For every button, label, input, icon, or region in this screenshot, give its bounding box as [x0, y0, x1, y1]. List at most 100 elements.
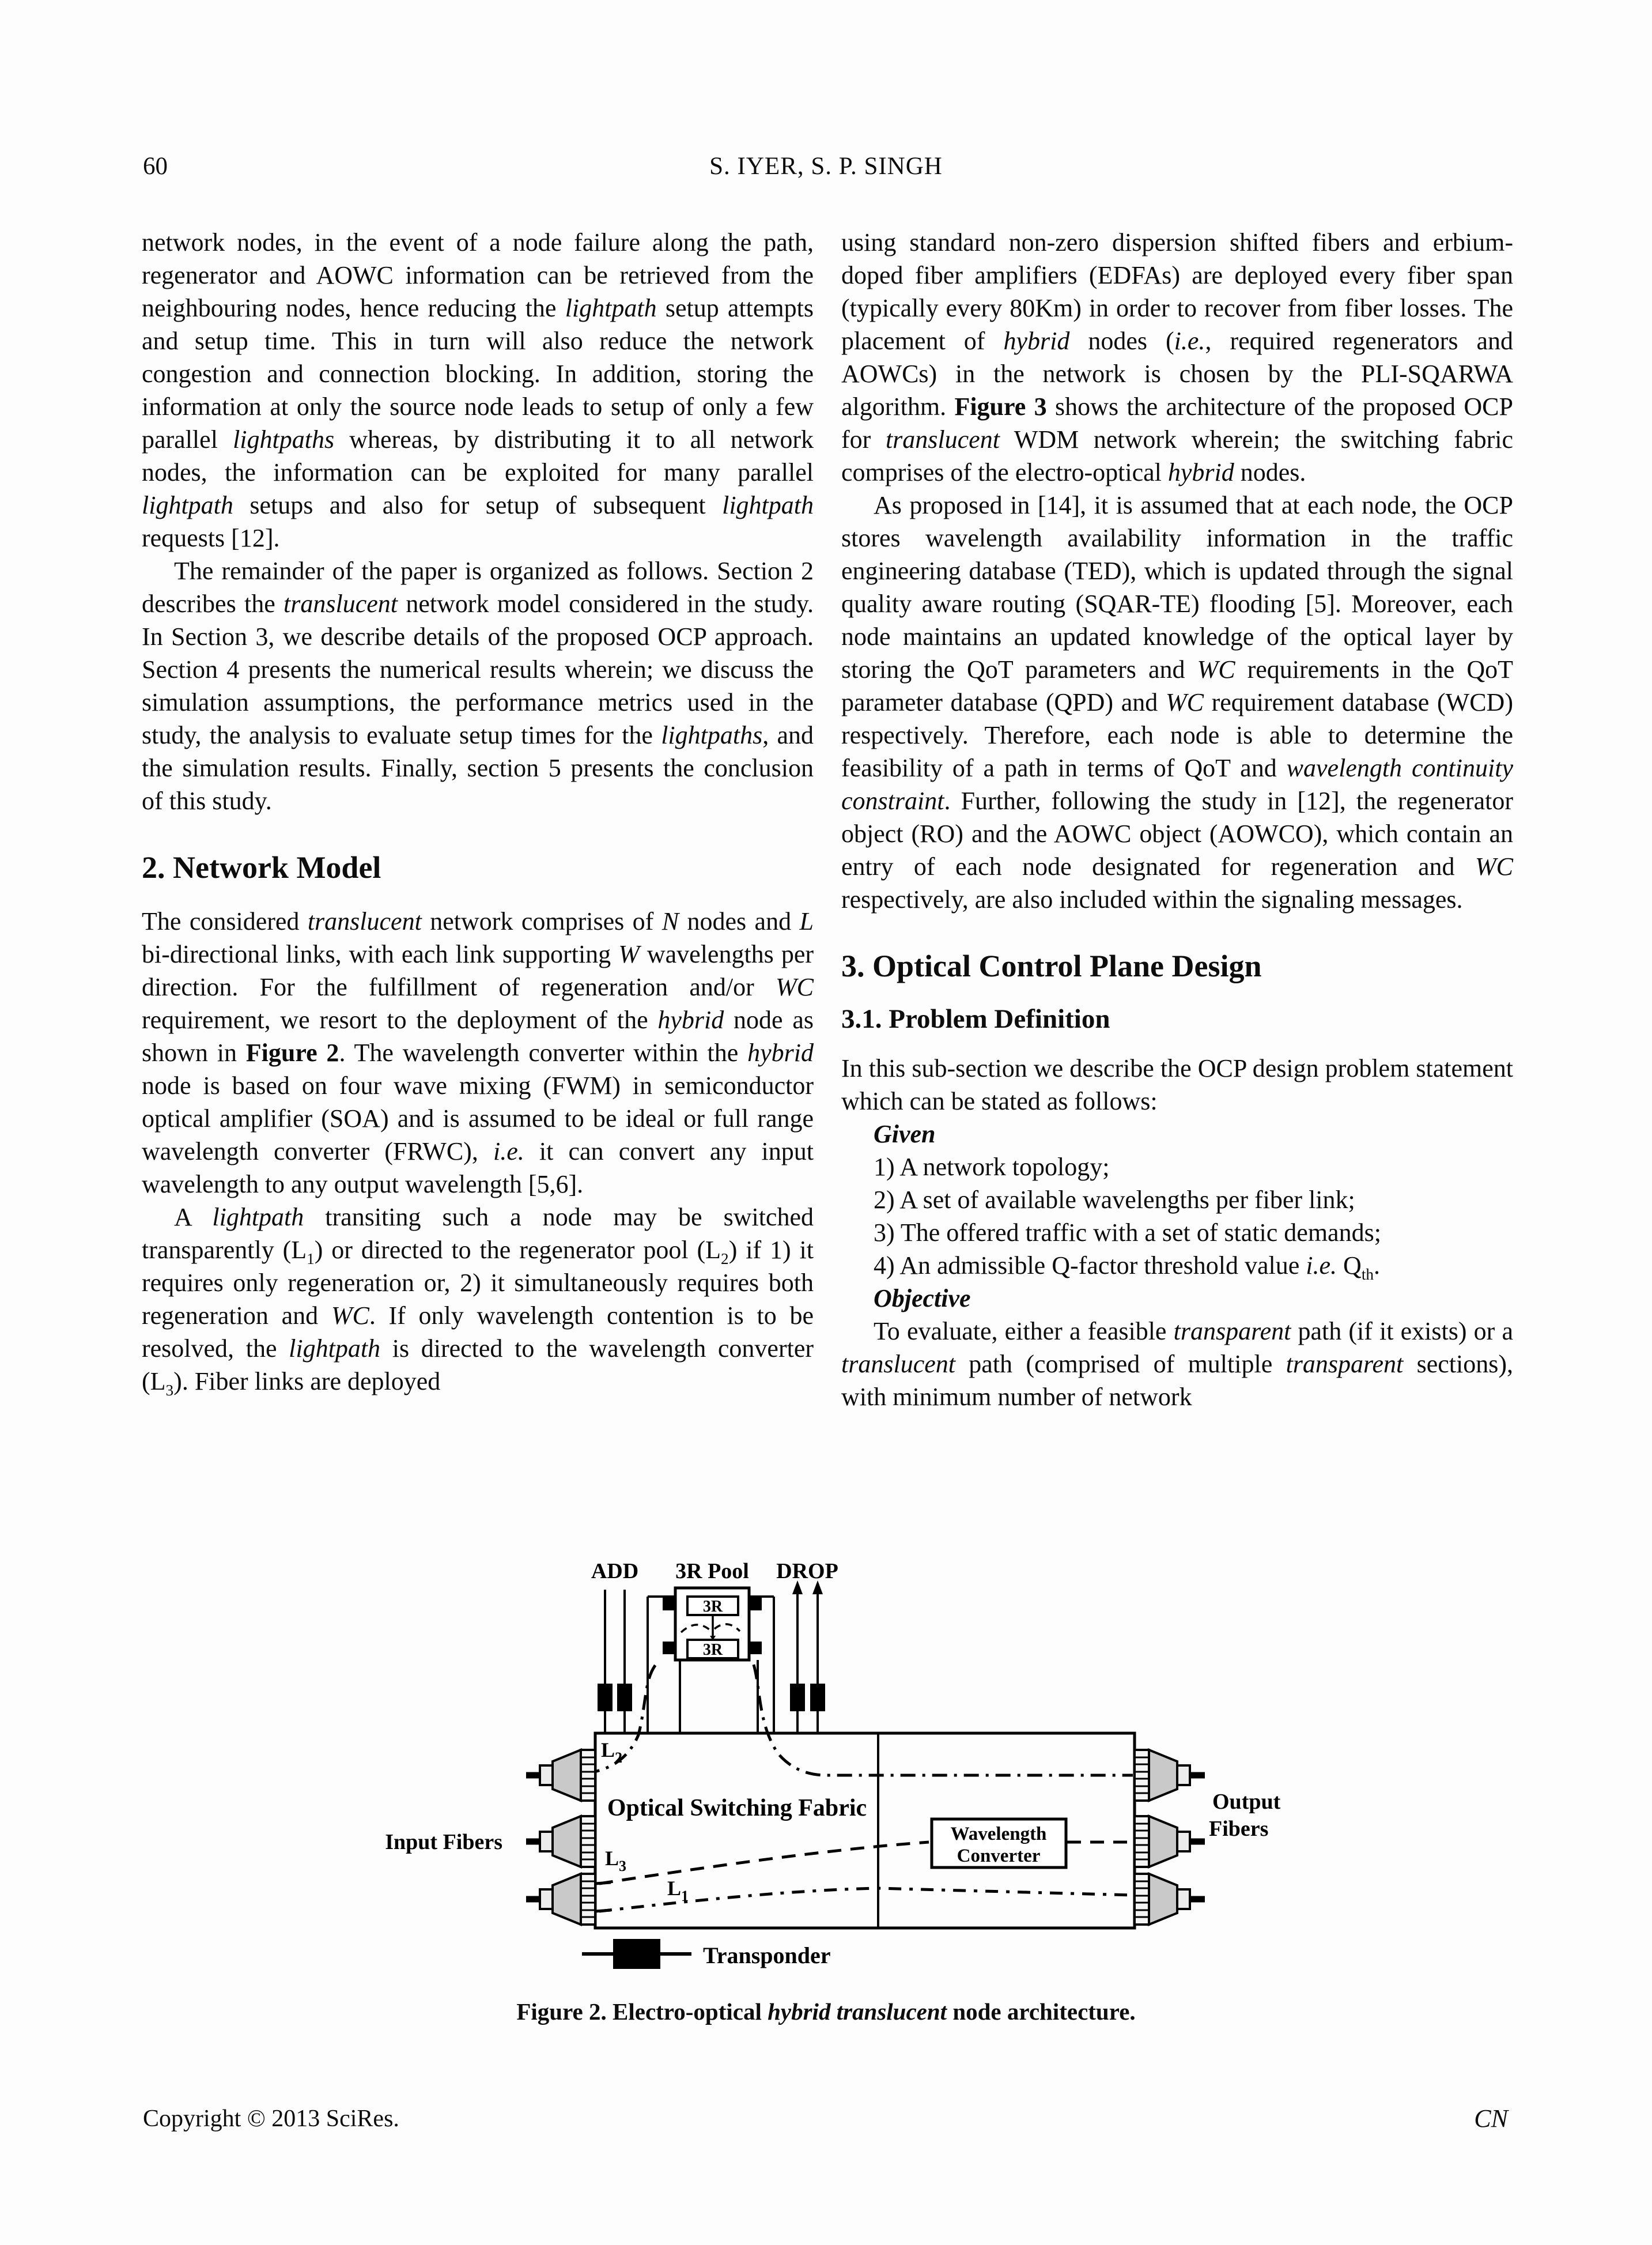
- text-segment: wavelength continuity constraint: [841, 754, 1513, 815]
- text-segment: path (comprised of multiple: [955, 1350, 1286, 1379]
- text-segment: A: [174, 1203, 213, 1232]
- output-fibers-label: Output: [1212, 1790, 1281, 1814]
- text-segment: nodes.: [1234, 458, 1306, 486]
- text-segment: 1: [307, 1250, 315, 1267]
- drop-label: DROP: [776, 1559, 838, 1583]
- text-segment: hybrid: [657, 1006, 724, 1035]
- text-segment: . If only wavelength contention is to be…: [142, 1301, 814, 1363]
- output-fibers-label: Fibers: [1209, 1817, 1268, 1841]
- list-label-given: Given: [841, 1118, 1513, 1150]
- text-segment: node is based on four wave mixing (FWM) …: [142, 1071, 814, 1166]
- text-segment: ) if 1) it requires only regeneration or…: [142, 1236, 814, 1330]
- text-segment: translucent: [307, 907, 422, 936]
- text-segment: requests [12].: [142, 524, 280, 552]
- text-segment: requirement database (WCD) respectively.…: [841, 688, 1513, 782]
- text-segment: i.e.: [493, 1137, 524, 1166]
- text-segment: Given: [874, 1120, 936, 1149]
- text-segment: hybrid translucent: [768, 1998, 947, 2025]
- text-segment: nodes (: [1069, 327, 1174, 355]
- text-segment: sections), with minimum number of networ…: [841, 1350, 1514, 1412]
- paragraph: To evaluate, either a feasible transpare…: [841, 1315, 1513, 1413]
- text-segment: setup attempts and setup time. This in t…: [142, 294, 814, 454]
- left-column: network nodes, in the event of a node fa…: [142, 226, 814, 1398]
- text-segment: Figure 3: [954, 393, 1047, 421]
- transponder-icon: [598, 1684, 613, 1711]
- figure-2-diagram: 3R 3R ADD 3R Pool DROP: [380, 1545, 1291, 1989]
- text-segment: path (if it exists) or a: [1291, 1317, 1513, 1346]
- list-item-2: 2) A set of available wavelengths per fi…: [841, 1183, 1513, 1216]
- text-segment: translucent: [841, 1350, 955, 1379]
- text-segment: 3.1. Problem Definition: [841, 1004, 1110, 1035]
- transponder-icon: [810, 1684, 825, 1711]
- copyright-notice: Copyright © 2013 SciRes.: [143, 2106, 399, 2132]
- text-segment: ) or directed to the regenerator pool (L: [314, 1236, 721, 1265]
- text-segment: network nodes, in the event of a node fa…: [142, 228, 814, 322]
- regenerator-3r-box: [686, 1639, 739, 1659]
- heading-problem-definition: 3.1. Problem Definition: [841, 1003, 1513, 1035]
- lightpath-l3: [599, 1840, 929, 1885]
- text-segment: In this sub-section we describe the OCP …: [841, 1054, 1513, 1116]
- figure-2-caption: Figure 2. Electro-optical hybrid translu…: [0, 1998, 1652, 2025]
- text-segment: i.e.: [1174, 327, 1205, 355]
- text-segment: transiting such a node may be switched t…: [142, 1203, 814, 1265]
- text-segment: , and the simulation results. Finally, s…: [142, 721, 814, 815]
- paragraph: network nodes, in the event of a node fa…: [142, 226, 814, 554]
- lightpath-l1: [599, 1886, 1133, 1913]
- text-segment: To evaluate, either a feasible: [874, 1317, 1174, 1346]
- text-segment: 2: [721, 1250, 729, 1267]
- text-segment: requirement, we resort to the deployment…: [142, 1006, 658, 1035]
- text-segment: transparent: [1286, 1350, 1404, 1379]
- input-fiber-connector: [526, 1750, 595, 1801]
- l3-label: L3: [605, 1847, 626, 1874]
- text-segment: , required regenerators and AOWCs) in th…: [841, 327, 1513, 421]
- text-segment: lightpath: [142, 491, 233, 519]
- paragraph: A lightpath transiting such a node may b…: [142, 1201, 814, 1398]
- output-fiber-connector: [1135, 1816, 1205, 1867]
- text-segment: it can convert any input wavelength to a…: [142, 1137, 814, 1199]
- page-number: 60: [143, 153, 168, 180]
- text-segment: hybrid: [1003, 327, 1070, 355]
- text-segment: 2. Network Model: [142, 850, 381, 885]
- text-segment: requirements in the QoT parameter databa…: [841, 655, 1514, 716]
- input-fiber-connector: [526, 1874, 595, 1925]
- list-item-3: 3) The offered traffic with a set of sta…: [841, 1216, 1513, 1249]
- journal-abbreviation: CN: [1474, 2104, 1508, 2133]
- text-segment: translucent: [283, 590, 398, 618]
- right-column: using standard non-zero dispersion shift…: [841, 226, 1513, 1413]
- text-segment: translucent: [885, 425, 1000, 454]
- text-segment: respectively, are also included within t…: [841, 885, 1463, 914]
- paragraph: The remainder of the paper is organized …: [142, 554, 814, 817]
- text-segment: .: [1374, 1251, 1381, 1280]
- output-fiber-connector: [1135, 1750, 1205, 1801]
- text-segment: ). Fiber links are deployed: [173, 1367, 441, 1396]
- text-segment: WC: [776, 973, 814, 1002]
- l1-label: L1: [667, 1877, 689, 1904]
- text-segment: lightpaths: [233, 425, 335, 454]
- text-segment: bi-directional links, with each link sup…: [142, 940, 619, 969]
- text-segment: 3) The offered traffic with a set of sta…: [874, 1218, 1381, 1247]
- text-segment: lightpath: [722, 491, 814, 519]
- paragraph: The considered translucent network compr…: [142, 905, 814, 1201]
- text-segment: whereas, by distributing it to all netwo…: [142, 425, 814, 486]
- text-segment: lightpaths: [661, 721, 763, 749]
- text-segment: As proposed in [14], it is assumed that …: [841, 491, 1513, 684]
- text-segment: network comprises of: [421, 907, 662, 936]
- pool-internal-arrow-icon: [710, 1636, 716, 1640]
- text-segment: shows the architecture of the proposed O…: [841, 393, 1513, 454]
- text-segment: WC: [1197, 655, 1235, 684]
- l2-label: L2: [601, 1738, 622, 1766]
- text-segment: node architecture.: [947, 1998, 1136, 2025]
- input-fibers-label: Input Fibers: [385, 1830, 502, 1854]
- text-segment: Figure 2. Electro-optical: [516, 1998, 768, 2025]
- add-label: ADD: [591, 1559, 638, 1583]
- legend-transponder-icon: [613, 1939, 660, 1969]
- pool-port: [749, 1642, 762, 1654]
- text-segment: th: [1361, 1265, 1374, 1283]
- text-segment: 3. Optical Control Plane Design: [841, 949, 1262, 983]
- text-segment: Objective: [874, 1284, 971, 1313]
- text-segment: . The wavelength converter within the: [339, 1039, 748, 1067]
- pool-port: [663, 1598, 675, 1610]
- pool-label: 3R Pool: [675, 1559, 749, 1583]
- lightpath-l2: [752, 1664, 1133, 1777]
- wavelength-converter-label: Wavelength: [951, 1824, 1047, 1844]
